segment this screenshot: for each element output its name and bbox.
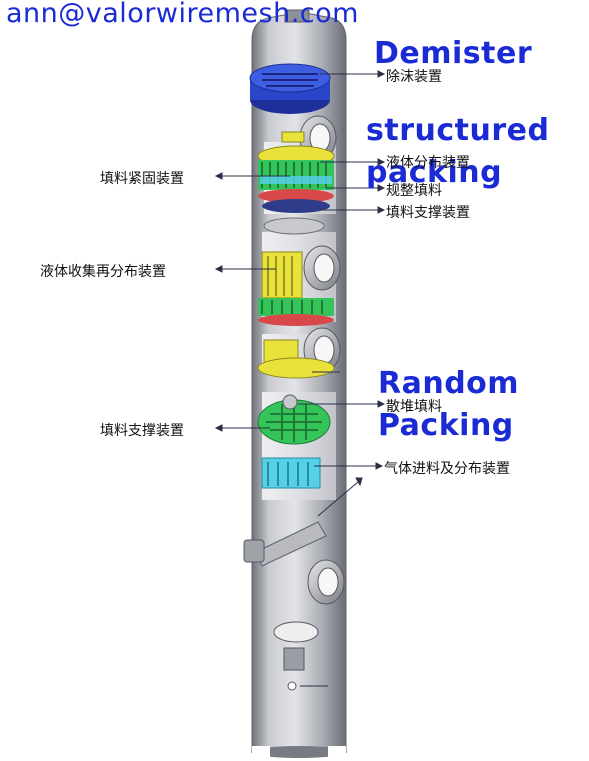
label-demister: 除沫装置 (386, 69, 442, 85)
label-structured-packing: 规整填料 (386, 183, 442, 199)
contact-email: ann@valorwiremesh.com (6, 0, 359, 29)
section-title-demister: Demister (374, 36, 533, 71)
leader-lines (214, 70, 386, 687)
label-gas-inlet-distributor: 气体进料及分布装置 (384, 461, 510, 477)
random-packing-support-grid (257, 394, 331, 445)
demister-pad (249, 63, 331, 114)
label-random-packing: 散堆填料 (386, 399, 442, 415)
bottom-sump (273, 621, 319, 691)
section-title-random-line1: Random (378, 366, 520, 401)
section-title-random-line2: Packing (378, 408, 514, 443)
side-ports (243, 115, 345, 605)
section-title-structured-line1: structured (366, 113, 550, 148)
random-packing-distributor (257, 339, 335, 379)
label-packing-support-upper: 填料支撑装置 (386, 205, 470, 221)
liquid-collector-redistributor (258, 251, 334, 326)
label-liquid-distributor: 液体分布装置 (386, 155, 470, 171)
label-liquid-collector: 液体收集再分布装置 (40, 264, 166, 280)
gas-distributor (261, 457, 321, 489)
label-packing-hold-down: 填料紧固装置 (100, 171, 184, 187)
structured-packing-bed (257, 131, 335, 235)
section-title-structured-line2: packing (366, 155, 503, 190)
label-packing-support-lower: 填料支撑装置 (100, 423, 184, 439)
